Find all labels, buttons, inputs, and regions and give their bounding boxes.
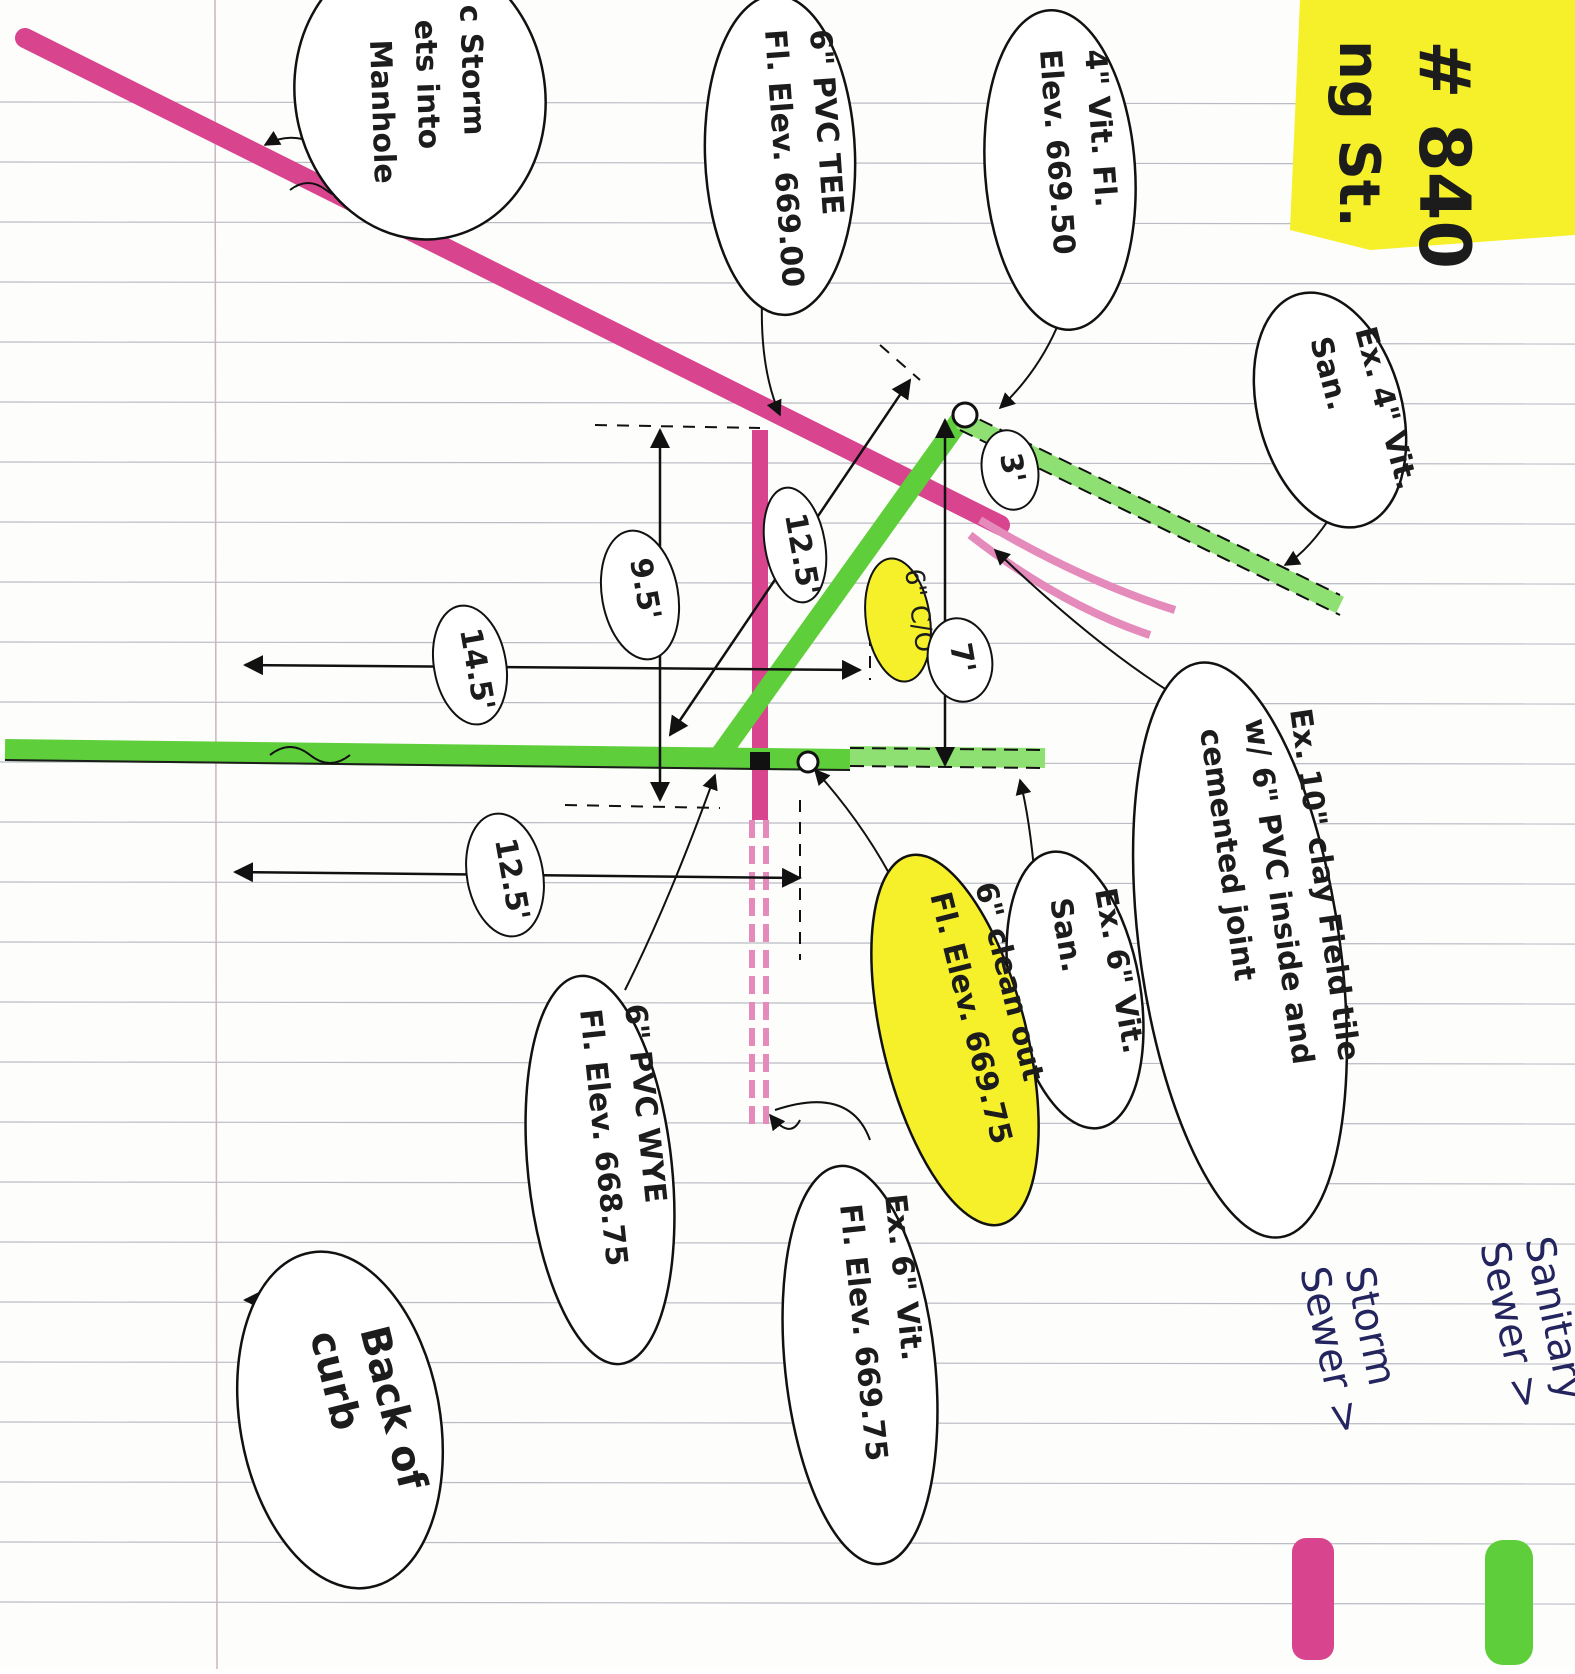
dim-3ft: 3' [980, 429, 1040, 511]
callout-pvc-tee: 6" PVC TEE Fl. Elev. 669.00 [703, 0, 857, 317]
dim-14-5: 14.5' [432, 604, 508, 726]
reference-lines [564, 344, 921, 960]
callout-clay-tile: Ex. 10" clay Field tile w/ 6" PVC inside… [1131, 661, 1366, 1239]
sanitary-existing-edge-b [849, 765, 1046, 769]
callout-vit-fl: 4" Vit. Fl. Elev. 669.50 [983, 9, 1137, 331]
legend-sanitary-swatch [1485, 1540, 1533, 1665]
svg-text:ets into: ets into [407, 19, 447, 150]
sanitary-main-edge [4, 759, 851, 771]
dim-9-5: 9.5' [599, 529, 681, 661]
svg-text:3': 3' [992, 450, 1032, 486]
svg-text:Manhole: Manhole [362, 39, 402, 184]
street-name: ng St. [1326, 40, 1391, 228]
sanitary-main-line [4, 739, 851, 771]
callout-ex6-san: Ex. 6" Vit. San. [1005, 850, 1151, 1130]
dim-12-5-diag: 12.5' [762, 486, 828, 604]
callout-back-of-curb: Back of curb [235, 1250, 445, 1590]
callout-ex6-vit: Ex. 6" Vit. Fl. Elev. 669.75 [781, 1164, 939, 1566]
callout-ex4-san: Ex. 4" Vit. San. [1252, 291, 1424, 529]
vit-connection-symbol [951, 401, 979, 429]
wye-fitting [750, 752, 770, 770]
callout-storm-manhole: c Storm ets into Manhole [293, 0, 547, 241]
svg-text:7': 7' [942, 640, 982, 676]
legend: Sanitary Sewer > Storm Sewer > [1290, 1233, 1575, 1665]
margin-line [214, 0, 218, 1670]
svg-text:c Storm: c Storm [452, 4, 492, 136]
clay-tile-branch-b [967, 531, 1152, 639]
legend-storm-swatch [1292, 1538, 1334, 1660]
address-highlight [1290, 0, 1575, 250]
clay-tile-branch-a [977, 516, 1177, 614]
sanitary-existing-line [849, 746, 1046, 768]
address-block: # 840 ng St. [1290, 0, 1575, 269]
sanitary-break-mark [269, 746, 351, 764]
cleanout-symbol [796, 750, 820, 774]
address-number: # 840 [1403, 40, 1485, 269]
callout-pvc-wye: 6" PVC WYE Fl. Elev. 668.75 [524, 974, 676, 1366]
dim-12-5: 12.5' [465, 812, 545, 938]
dim-7ft: 7' [926, 617, 994, 703]
